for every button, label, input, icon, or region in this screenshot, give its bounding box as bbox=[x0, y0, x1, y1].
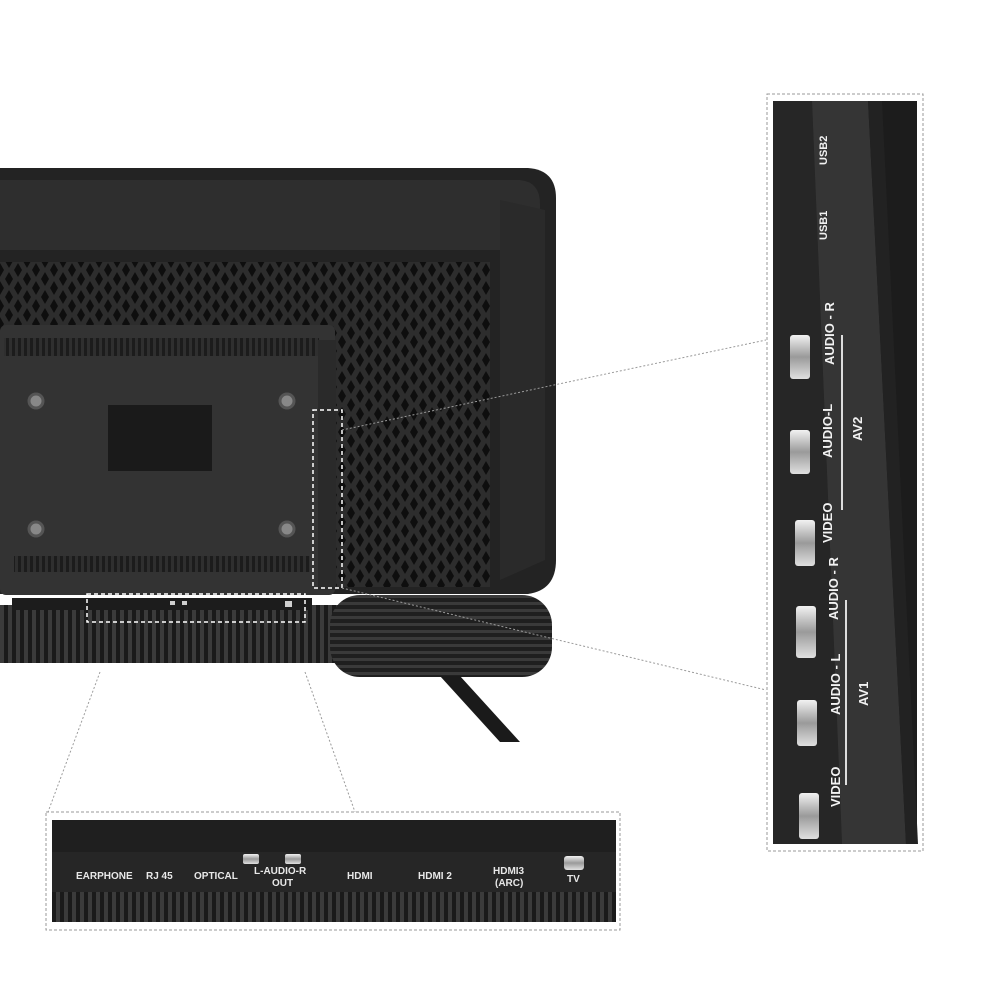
hdmi2-label: HDMI 2 bbox=[418, 871, 452, 882]
tv-label: TV bbox=[567, 874, 580, 885]
bottom-ribs bbox=[0, 605, 340, 663]
av2-video-label: VIDEO bbox=[820, 502, 835, 543]
side-ports-highlight bbox=[312, 409, 343, 589]
earphone-label: EARPHONE bbox=[76, 871, 133, 882]
av1-audio-r-label: AUDIO - R bbox=[826, 557, 841, 620]
usb1-label: USB1 bbox=[818, 210, 830, 240]
side-jacks bbox=[790, 335, 819, 839]
bottom-ports-highlight bbox=[86, 593, 306, 623]
av1-video-label: VIDEO bbox=[828, 766, 843, 807]
mount-screw bbox=[27, 520, 45, 538]
label-plate bbox=[108, 405, 212, 471]
hdmi3-label-line1: HDMI3 bbox=[493, 866, 525, 877]
top-vent-slots bbox=[4, 338, 319, 356]
mount-screw bbox=[27, 392, 45, 410]
av2-audio-l-label: AUDIO-L bbox=[820, 403, 835, 458]
bottom-jacks bbox=[243, 854, 584, 870]
rear-panel bbox=[0, 325, 336, 595]
bottom-vent-slots bbox=[14, 556, 310, 572]
optical-label: OPTICAL bbox=[194, 871, 238, 882]
audio-out-label-line2: OUT bbox=[272, 878, 294, 889]
tv-stand bbox=[330, 595, 552, 742]
av1-audio-l-label: AUDIO - L bbox=[828, 653, 843, 715]
hdmi3-label-line2: (ARC) bbox=[495, 878, 524, 889]
mount-screw bbox=[278, 520, 296, 538]
side-zoom-panel bbox=[766, 93, 924, 852]
callout-lines bbox=[47, 339, 767, 813]
av1-group-label: AV1 bbox=[856, 681, 871, 706]
av2-group-label: AV2 bbox=[850, 416, 865, 441]
mount-screw bbox=[278, 392, 296, 410]
av2-audio-r-label: AUDIO - R bbox=[822, 302, 837, 365]
hdmi1-label: HDMI bbox=[347, 871, 373, 882]
bottom-zoom-panel bbox=[45, 811, 621, 931]
audio-out-label-line1: L-AUDIO-R bbox=[254, 866, 307, 877]
rj45-label: RJ 45 bbox=[146, 871, 173, 882]
usb2-label: USB2 bbox=[818, 135, 830, 165]
